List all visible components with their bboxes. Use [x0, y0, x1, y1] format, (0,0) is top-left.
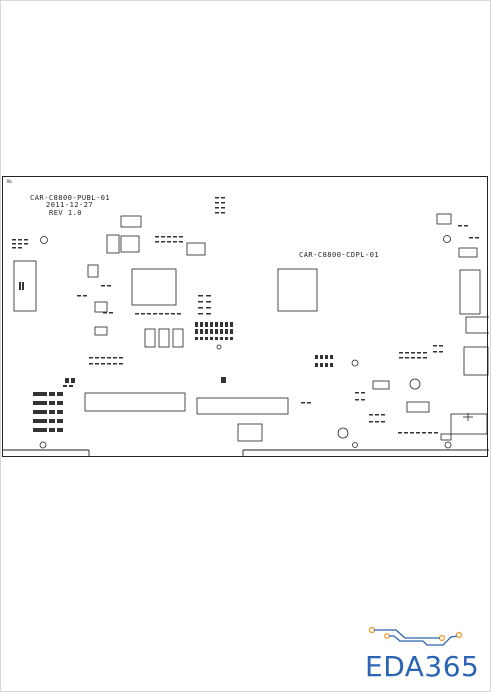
sheet-corner-mark: Rb — [7, 179, 12, 184]
board-title-primary: CAR-C8800-PUBL-01 — [30, 194, 111, 202]
board-title-secondary: CAR-C8800-CDPL-01 — [299, 251, 380, 259]
board-date: 2011-12-27 — [46, 201, 94, 209]
board-revision: REV 1.0 — [49, 209, 83, 217]
logo-text: EDA365 — [365, 650, 480, 683]
pcb-outline-drawing — [3, 197, 489, 456]
circuit-trace-icon — [368, 626, 463, 646]
eda365-logo: EDA365 — [363, 624, 481, 686]
pcb-assembly-drawing: Rb CAR-C8800-PUBL-01 2011-12-27 REV 1.0 … — [2, 176, 489, 457]
